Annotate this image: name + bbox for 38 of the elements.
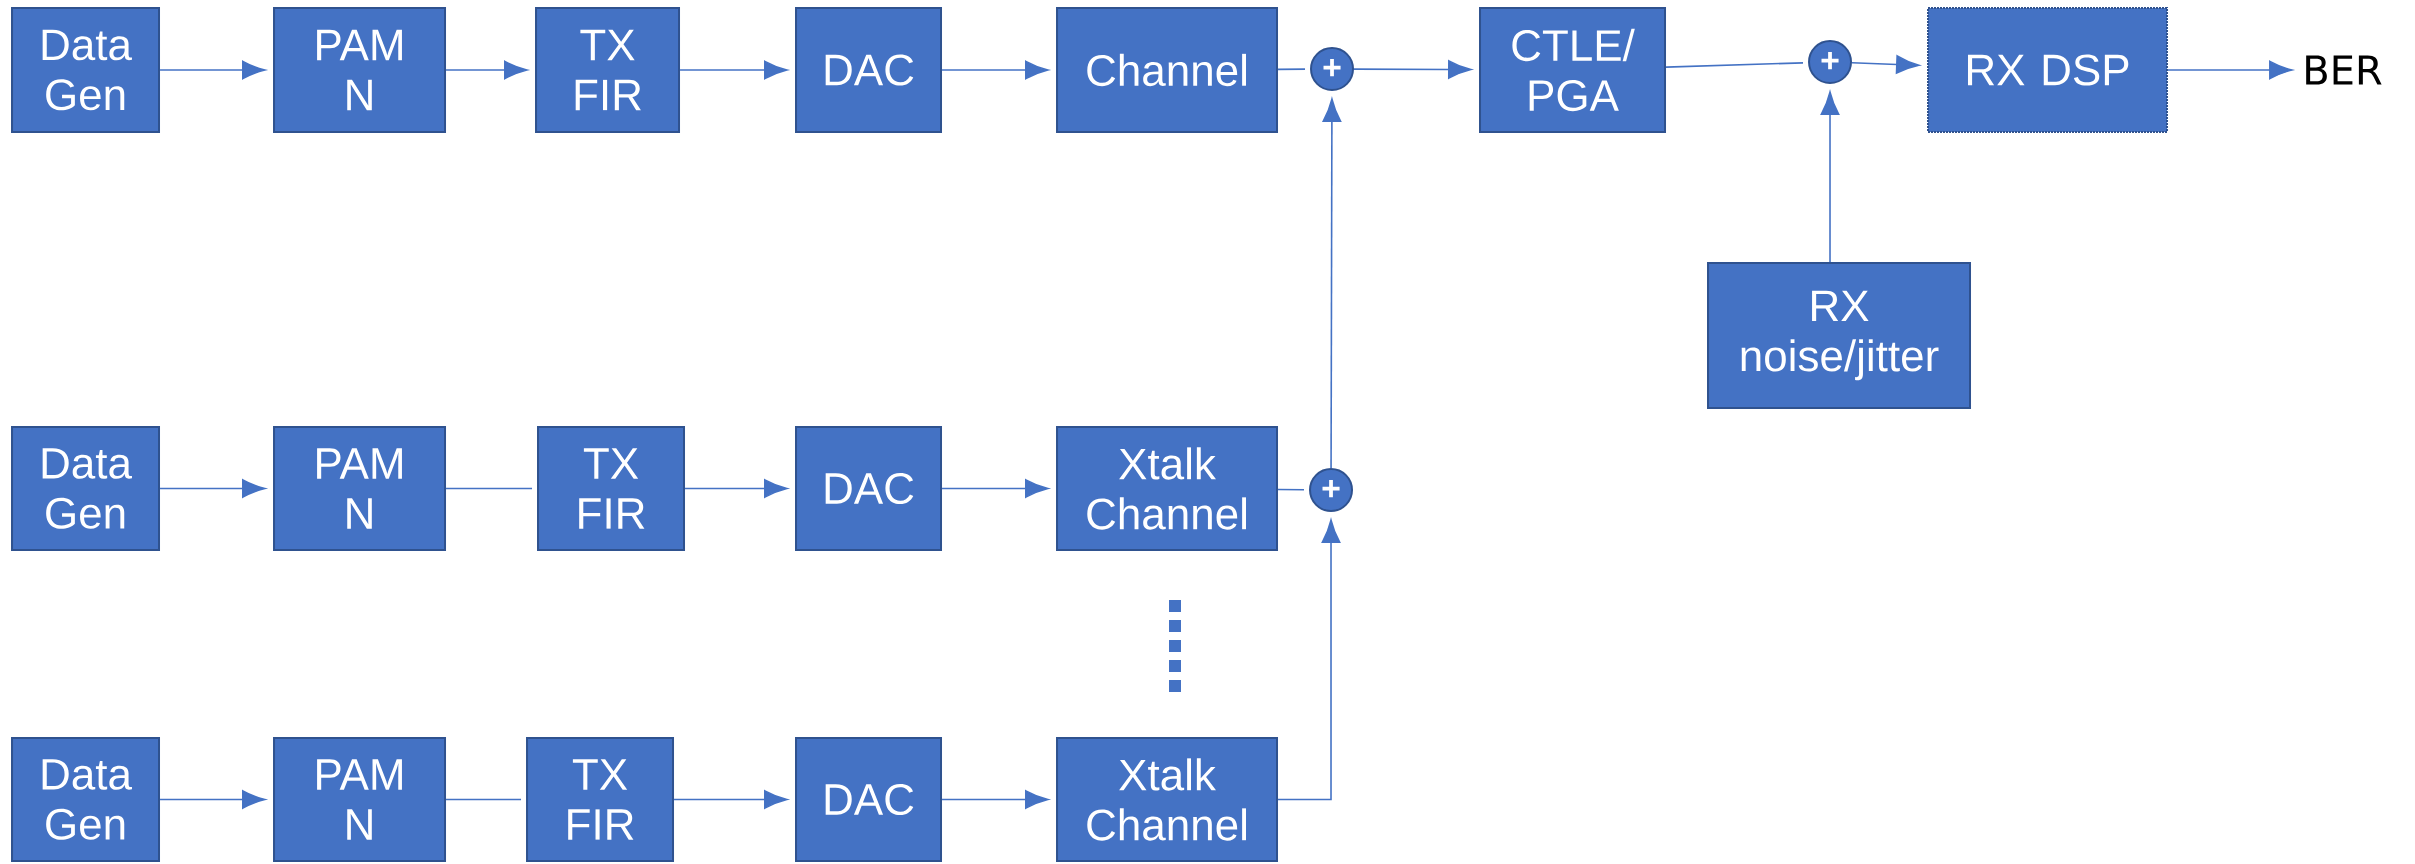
process-box: CTLE/ PGA xyxy=(1479,7,1666,133)
arrow xyxy=(684,479,788,498)
arrow xyxy=(1353,60,1472,79)
summing-junction: + xyxy=(1310,47,1354,91)
summing-junction: + xyxy=(1808,40,1852,84)
arrow xyxy=(1820,91,1840,263)
process-box: Data Gen xyxy=(11,737,160,862)
output-label: BER xyxy=(2306,55,2382,85)
process-box: Data Gen xyxy=(11,426,160,551)
arrow xyxy=(941,479,1049,498)
process-box: Data Gen xyxy=(11,7,160,133)
process-box: TX FIR xyxy=(526,737,674,862)
process-box: RX noise/jitter xyxy=(1707,262,1971,409)
process-box: PAM N xyxy=(273,7,446,133)
process-box: TX FIR xyxy=(537,426,685,551)
arrow xyxy=(941,60,1049,80)
arrow xyxy=(1277,519,1341,801)
arrow xyxy=(1322,98,1342,469)
process-box: DAC xyxy=(795,737,942,862)
process-box: DAC xyxy=(795,426,942,551)
process-box: Xtalk Channel xyxy=(1056,737,1278,862)
arrow xyxy=(445,60,528,80)
process-box: PAM N xyxy=(273,737,446,862)
process-box: Xtalk Channel xyxy=(1056,426,1278,551)
process-box: Channel xyxy=(1056,7,1278,133)
arrow xyxy=(2167,60,2293,80)
arrow xyxy=(941,790,1049,809)
arrow xyxy=(673,790,788,809)
process-box: DAC xyxy=(795,7,942,133)
arrow xyxy=(159,479,266,498)
arrow xyxy=(159,60,266,80)
arrow xyxy=(159,790,266,809)
arrow xyxy=(1851,55,1920,74)
process-box: PAM N xyxy=(273,426,446,551)
process-box: RX DSP xyxy=(1927,7,2168,133)
summing-junction: + xyxy=(1309,468,1353,512)
process-box: TX FIR xyxy=(535,7,680,133)
arrow xyxy=(679,60,788,80)
